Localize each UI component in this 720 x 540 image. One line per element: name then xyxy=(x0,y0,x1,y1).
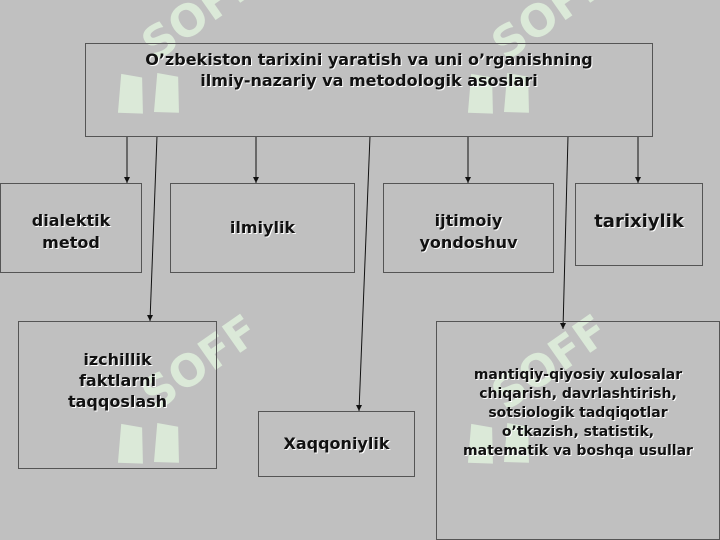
box-dialektik-metod: dialektik metod xyxy=(0,183,142,273)
box-mantiqiy-usullar: mantiqiy-qiyosiy xulosalar chiqarish, da… xyxy=(436,321,720,540)
box-tarixiylik: tarixiylik xyxy=(575,183,703,266)
box-ijtimoiy-yondoshuv: ijtimoiy yondoshuv xyxy=(383,183,554,273)
arrow-to-izchillik xyxy=(149,135,158,322)
title-text: O’zbekiston tarixini yaratish va uni o’r… xyxy=(145,50,593,90)
box-mantiqiy-label: mantiqiy-qiyosiy xulosalar chiqarish, da… xyxy=(463,367,693,459)
box-ijtimoiy-label: ijtimoiy yondoshuv xyxy=(419,211,518,252)
box-ilmiylik-label: ilmiylik xyxy=(229,218,296,237)
arrow-to-xaqqoniylik xyxy=(358,135,371,412)
box-xaqqoniylik: Xaqqoniylik xyxy=(258,411,415,477)
box-tarixiylik-label: tarixiylik xyxy=(594,211,684,232)
title-box: O’zbekiston tarixini yaratish va uni o’r… xyxy=(85,43,653,137)
box-dialektik-label: dialektik metod xyxy=(31,211,111,252)
box-izchillik: izchillik faktlarni taqqoslash xyxy=(18,321,217,469)
arrow-to-mantiqiy xyxy=(562,135,569,330)
box-izchillik-label: izchillik faktlarni taqqoslash xyxy=(67,350,168,411)
box-xaqqoniylik-label: Xaqqoniylik xyxy=(283,434,390,453)
box-ilmiylik: ilmiylik xyxy=(170,183,355,273)
